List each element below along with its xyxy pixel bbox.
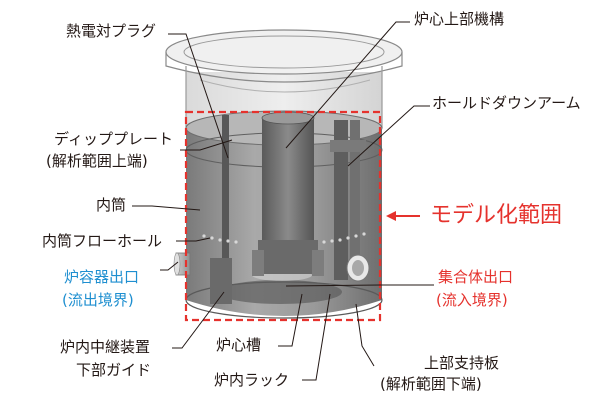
leader-thermocouple-plug (168, 33, 229, 159)
label-upper-support-plate-note: (解析範囲下端) (380, 375, 482, 393)
label-vessel-outlet: 炉容器出口 (64, 268, 140, 286)
thermocouple-plug-rod (210, 115, 232, 304)
label-inner-barrel: 内筒 (96, 196, 127, 214)
leader-assembly-outlet (285, 284, 434, 287)
leader-core-barrel (278, 293, 303, 347)
label-assembly-outlet-note: (流入境界) (436, 291, 508, 309)
leader-inner-barrel-flow-hole (176, 237, 211, 242)
label-model-scope: モデル化範囲 (430, 203, 563, 228)
leader-upper-support-plate (355, 303, 375, 367)
label-in-vessel-transfer-guide-line2: 下部ガイド (76, 361, 152, 379)
label-inner-barrel-flow-hole: 内筒フローホール (42, 232, 163, 250)
label-core-barrel: 炉心槽 (216, 336, 262, 354)
model-scope-arrow (386, 211, 420, 221)
label-thermocouple-plug: 熱電対プラグ (66, 22, 157, 40)
leader-in-vessel-transfer-guide (172, 291, 225, 349)
leader-in-vessel-rack (302, 293, 331, 381)
model-scope-box (184, 110, 382, 322)
label-in-vessel-rack: 炉内ラック (214, 371, 290, 389)
leader-hold-down-arm (347, 105, 430, 167)
label-in-vessel-transfer-guide-line1: 炉内中継装置 (60, 338, 151, 356)
leader-dip-plate (180, 139, 233, 151)
inner-barrel-flow-holes (202, 232, 366, 244)
assembly-outlet-nozzle (346, 254, 370, 282)
leader-vessel-outlet (160, 261, 179, 271)
hold-down-arm (330, 120, 366, 280)
leader-inner-barrel (132, 205, 201, 211)
label-assembly-outlet: 集合体出口 (438, 268, 514, 286)
label-vessel-outlet-note: (流出境界) (62, 291, 134, 309)
label-dip-plate: ディッププレート (54, 130, 173, 148)
leader-lines (132, 21, 434, 381)
label-upper-support-plate: 上部支持板 (424, 354, 500, 372)
vessel-outlet-nozzle (173, 252, 191, 276)
upper-core-structure-column (252, 111, 324, 276)
label-dip-plate-note: (解析範囲上端) (46, 152, 148, 170)
leader-upper-core-structure (285, 21, 410, 149)
label-upper-core-structure: 炉心上部機構 (414, 10, 505, 28)
label-hold-down-arm: ホールドダウンアーム (432, 94, 581, 112)
